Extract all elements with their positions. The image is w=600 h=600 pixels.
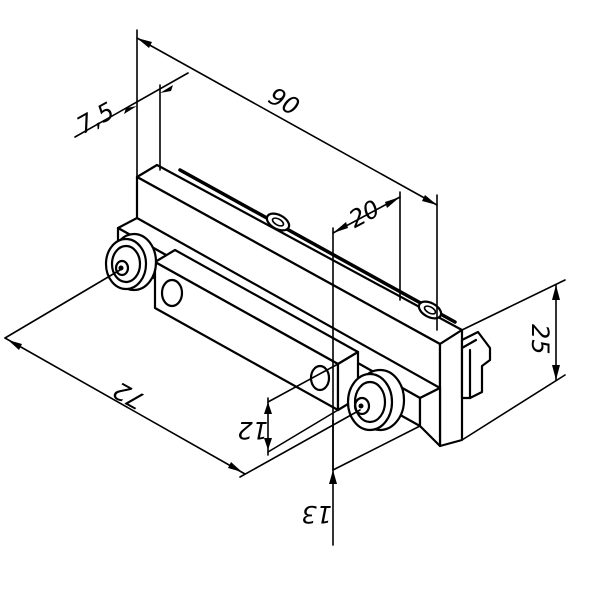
dimension-13: 13 bbox=[301, 419, 421, 546]
top-nut-left bbox=[265, 212, 291, 232]
dimension-7-5: 7,5 bbox=[72, 72, 189, 171]
roller-left bbox=[104, 232, 158, 292]
dimension-25: 25 bbox=[461, 279, 566, 441]
dimension-label-12: 12 bbox=[237, 416, 268, 444]
top-nut-right bbox=[417, 300, 443, 320]
bar-hole-left bbox=[160, 278, 184, 308]
dimension-label-13: 13 bbox=[301, 500, 332, 528]
flat-bar bbox=[153, 248, 360, 412]
end-profile bbox=[460, 330, 492, 400]
roller-right bbox=[346, 368, 406, 432]
dimension-label-20: 20 bbox=[344, 195, 384, 234]
dimension-label-25: 25 bbox=[526, 324, 554, 355]
dimension-label-90: 90 bbox=[264, 82, 304, 121]
dimension-12: 12 bbox=[237, 363, 339, 456]
dimension-label-72: 72 bbox=[109, 376, 149, 415]
dimension-label-7-5: 7,5 bbox=[72, 97, 119, 140]
